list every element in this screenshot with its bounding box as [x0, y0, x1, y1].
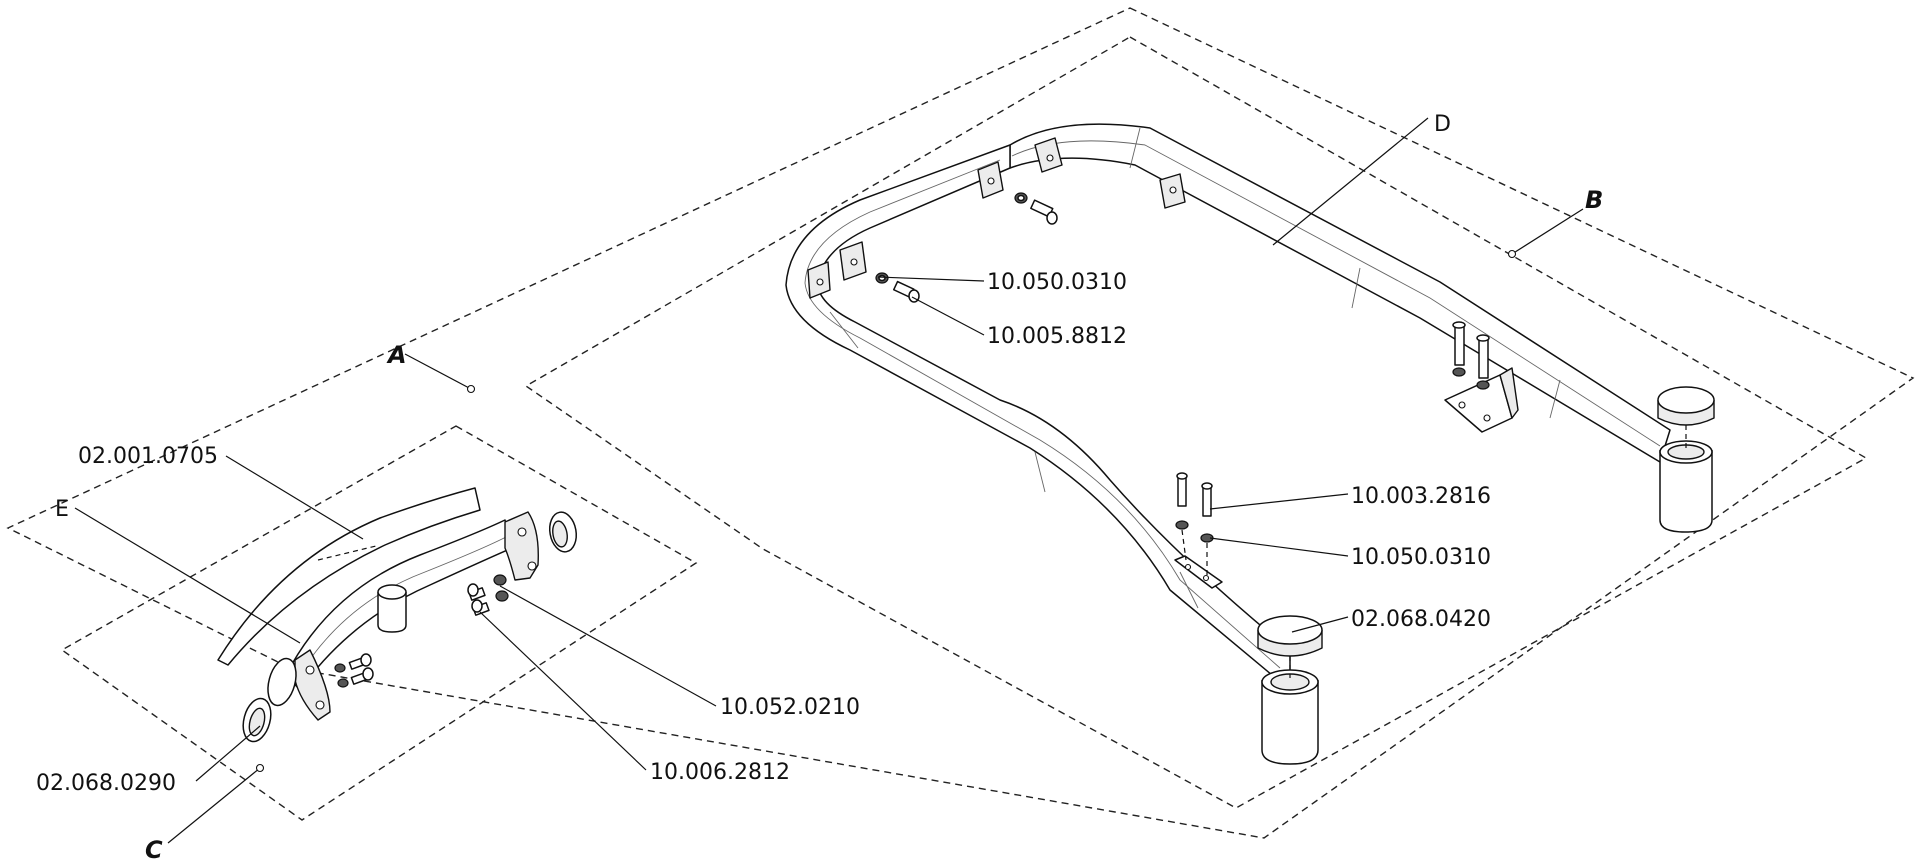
frame-inner-line-2	[1011, 140, 1661, 447]
label-cap-large: 02.068.0420	[1351, 607, 1491, 632]
label-screw-left: 10.006.2812	[650, 760, 790, 785]
frame-segment-seams	[829, 127, 1561, 609]
small-cylinder	[377, 592, 407, 633]
main-frame-assembly	[785, 123, 1715, 765]
labels: A B C D E 10.050.0310 10.005.8812 10.003…	[36, 112, 1603, 859]
label-strip: 02.001.0705	[78, 444, 218, 469]
frame-inner-line-1	[804, 159, 1281, 669]
left-sub-assembly	[217, 487, 578, 743]
label-screw-right: 10.003.2816	[1351, 484, 1491, 509]
label-zone-c: C	[145, 836, 163, 859]
padding-strip	[217, 487, 481, 666]
leader-lines	[74, 117, 1584, 844]
label-washer-top: 10.050.0310	[987, 270, 1127, 295]
left-foot-with-cap	[1257, 615, 1323, 765]
top-fastener-group	[875, 192, 1058, 303]
frame-mounting-tabs	[807, 137, 1186, 299]
zone-c-boundary	[60, 425, 698, 821]
label-e: E	[55, 497, 69, 522]
label-zone-b: B	[1585, 186, 1603, 214]
outer-zone-boundary	[6, 7, 1915, 839]
zone-b-boundary	[524, 36, 1868, 809]
label-zone-a: A	[386, 341, 407, 369]
left-fastener-cluster-top	[467, 574, 509, 616]
oval-end-cap-left	[267, 657, 297, 707]
label-cap-small: 02.068.0290	[36, 771, 176, 796]
left-fastener-cluster-bottom	[334, 653, 374, 688]
main-frame-left-bend	[785, 144, 1291, 691]
label-washer-right: 10.050.0310	[1351, 545, 1491, 570]
right-foot-with-cap	[1657, 386, 1715, 533]
label-screw-top: 10.005.8812	[987, 324, 1127, 349]
label-washer-left: 10.052.0210	[720, 695, 860, 720]
zone-boundaries	[6, 7, 1915, 839]
lower-bracket-group	[1174, 472, 1223, 589]
label-d: D	[1434, 112, 1451, 137]
right-bracket-group	[1444, 321, 1519, 433]
